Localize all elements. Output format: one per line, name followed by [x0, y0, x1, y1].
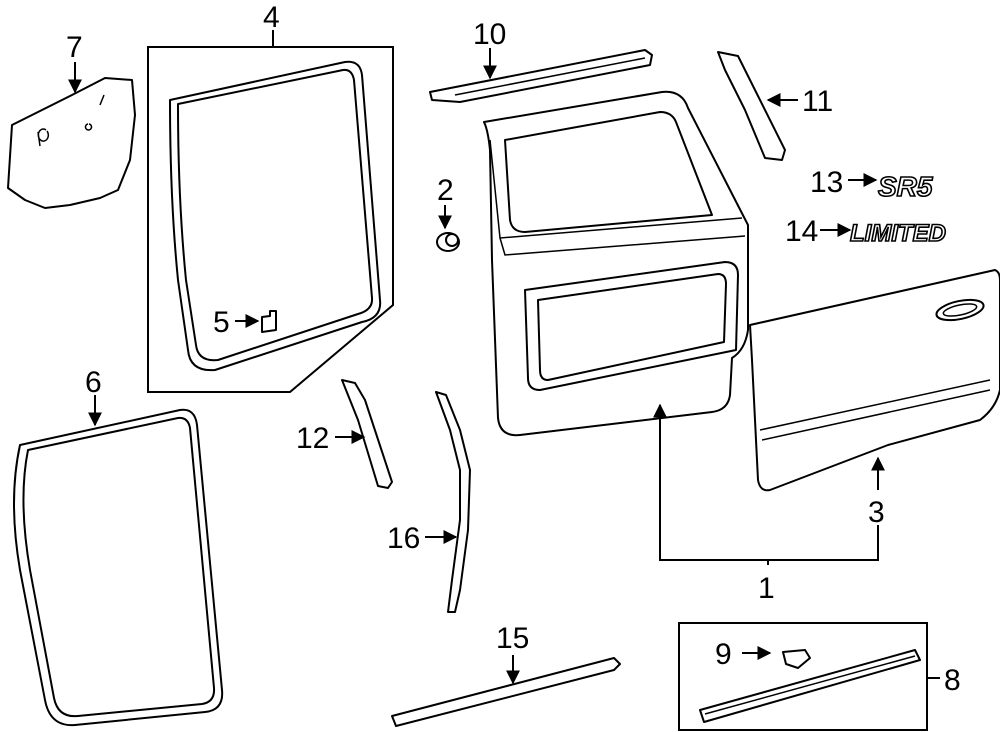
assembly-bracket	[653, 403, 879, 565]
callout-16: 16	[387, 522, 420, 555]
front-garnish-part	[335, 379, 393, 489]
callout-13: 13	[810, 166, 843, 199]
callout-7: 7	[66, 31, 83, 64]
callout-15: 15	[496, 622, 529, 655]
watershield-part	[7, 62, 136, 209]
callout-4: 4	[263, 1, 280, 34]
callout-5: 5	[213, 306, 230, 339]
limited-emblem: LIMITED	[850, 220, 946, 247]
callout-8: 8	[944, 664, 961, 697]
belt-molding-part	[429, 48, 653, 103]
rocker-molding-part	[391, 655, 621, 727]
callout-12: 12	[296, 422, 329, 455]
callout-9: 9	[715, 638, 732, 671]
plug-part	[436, 205, 460, 252]
callout-3: 3	[868, 496, 885, 529]
sr5-emblem: SR5	[878, 171, 933, 202]
callout-11: 11	[802, 85, 833, 118]
callout-6: 6	[85, 366, 102, 399]
callout-1: 1	[758, 572, 775, 605]
outer-skin-part	[749, 269, 1000, 492]
upper-garnish-part	[717, 51, 798, 161]
weatherstrip-loose	[13, 395, 224, 727]
callout-2: 2	[437, 174, 454, 207]
callout-10: 10	[473, 18, 506, 51]
run-channel-part	[425, 391, 471, 613]
callout-14: 14	[785, 215, 818, 248]
lower-molding-box	[678, 622, 940, 731]
door-shell-part	[483, 90, 749, 437]
weatherstrip-box	[147, 30, 394, 393]
